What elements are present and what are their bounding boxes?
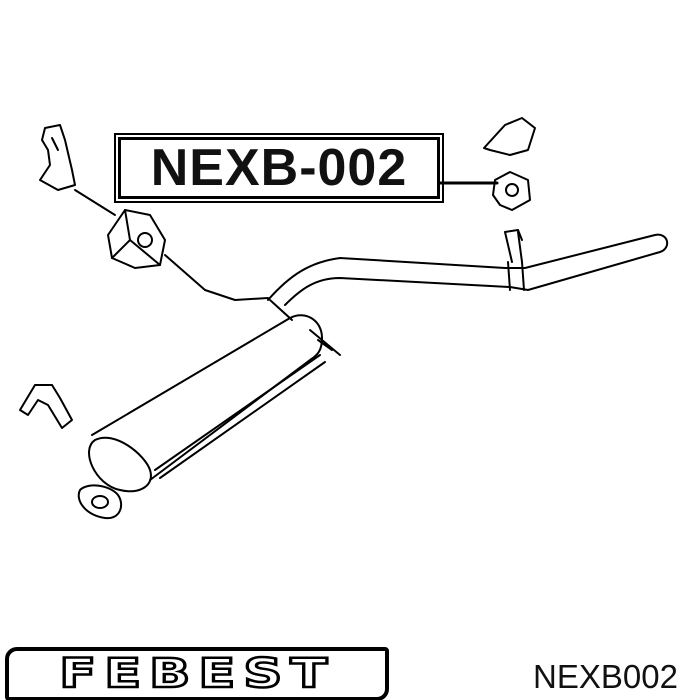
- exhaust-pipe: [267, 229, 669, 306]
- rubber-mount: [107, 209, 269, 301]
- muffler: [77, 299, 341, 520]
- part-label: NEXB-002: [114, 133, 444, 203]
- hanger-bracket: [39, 124, 116, 216]
- brand-logo: FEBEST: [5, 647, 389, 700]
- exhaust-mount-bracket: [483, 117, 536, 211]
- brand-logo-text: FEBEST: [57, 651, 336, 697]
- clamp: [19, 384, 73, 429]
- part-number: NEXB002: [533, 658, 678, 695]
